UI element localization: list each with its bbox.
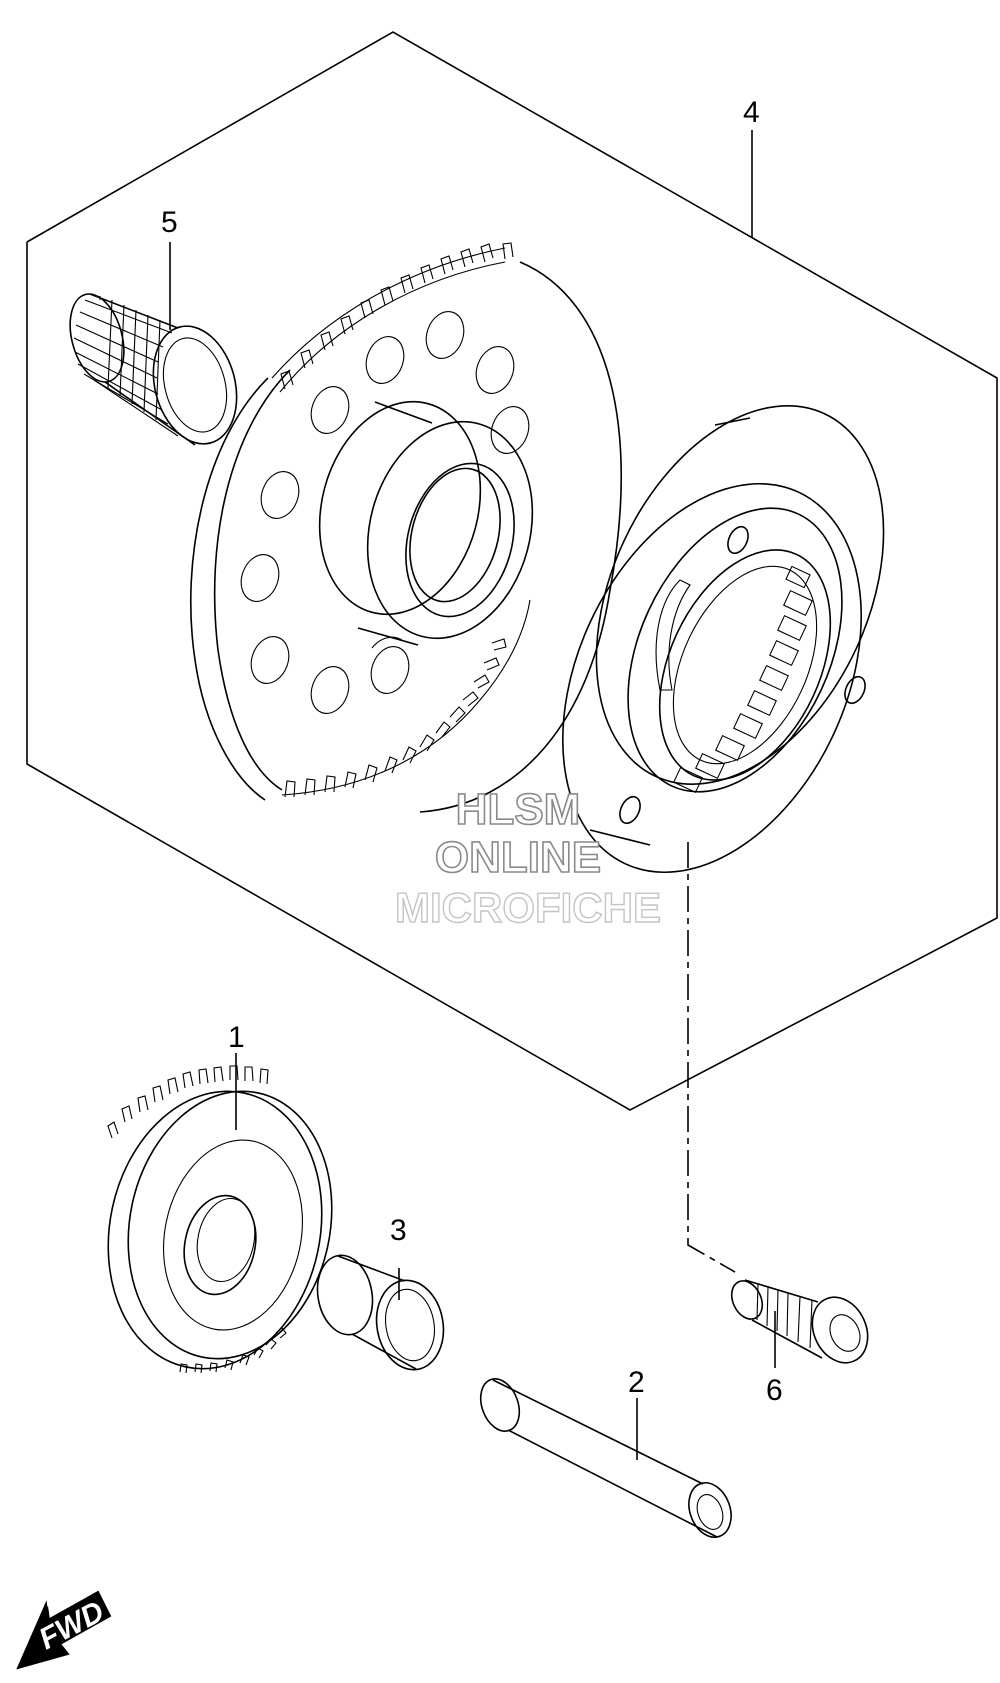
watermark-line3: MICROFICHE — [395, 884, 661, 931]
callout-2: 2 — [628, 1366, 645, 1399]
callout-5: 5 — [161, 206, 178, 239]
assembly-box-outline — [26, 31, 998, 1111]
needle-bearing[interactable] — [61, 288, 249, 453]
watermark-line2: ONLINE — [435, 833, 601, 882]
idle-gear-shaft[interactable] — [474, 1373, 739, 1543]
callout-6: 6 — [766, 1374, 783, 1407]
callout-3: 3 — [390, 1214, 407, 1247]
idle-gear[interactable] — [83, 1065, 356, 1389]
starter-driven-gear[interactable] — [190, 242, 623, 813]
clutch-bolt[interactable] — [726, 1276, 878, 1372]
callout-numbers: 1 2 3 4 5 6 — [161, 96, 783, 1407]
callout-4: 4 — [743, 96, 760, 129]
leader-lines — [169, 130, 776, 1460]
watermark-line1: HLSM — [456, 785, 581, 834]
starter-clutch[interactable] — [504, 360, 941, 921]
fwd-badge: FWD — [16, 1590, 112, 1670]
watermark: HLSM ONLINE MICROFICHE — [394, 784, 661, 932]
callout-1: 1 — [228, 1021, 245, 1054]
bushing[interactable] — [311, 1251, 450, 1375]
